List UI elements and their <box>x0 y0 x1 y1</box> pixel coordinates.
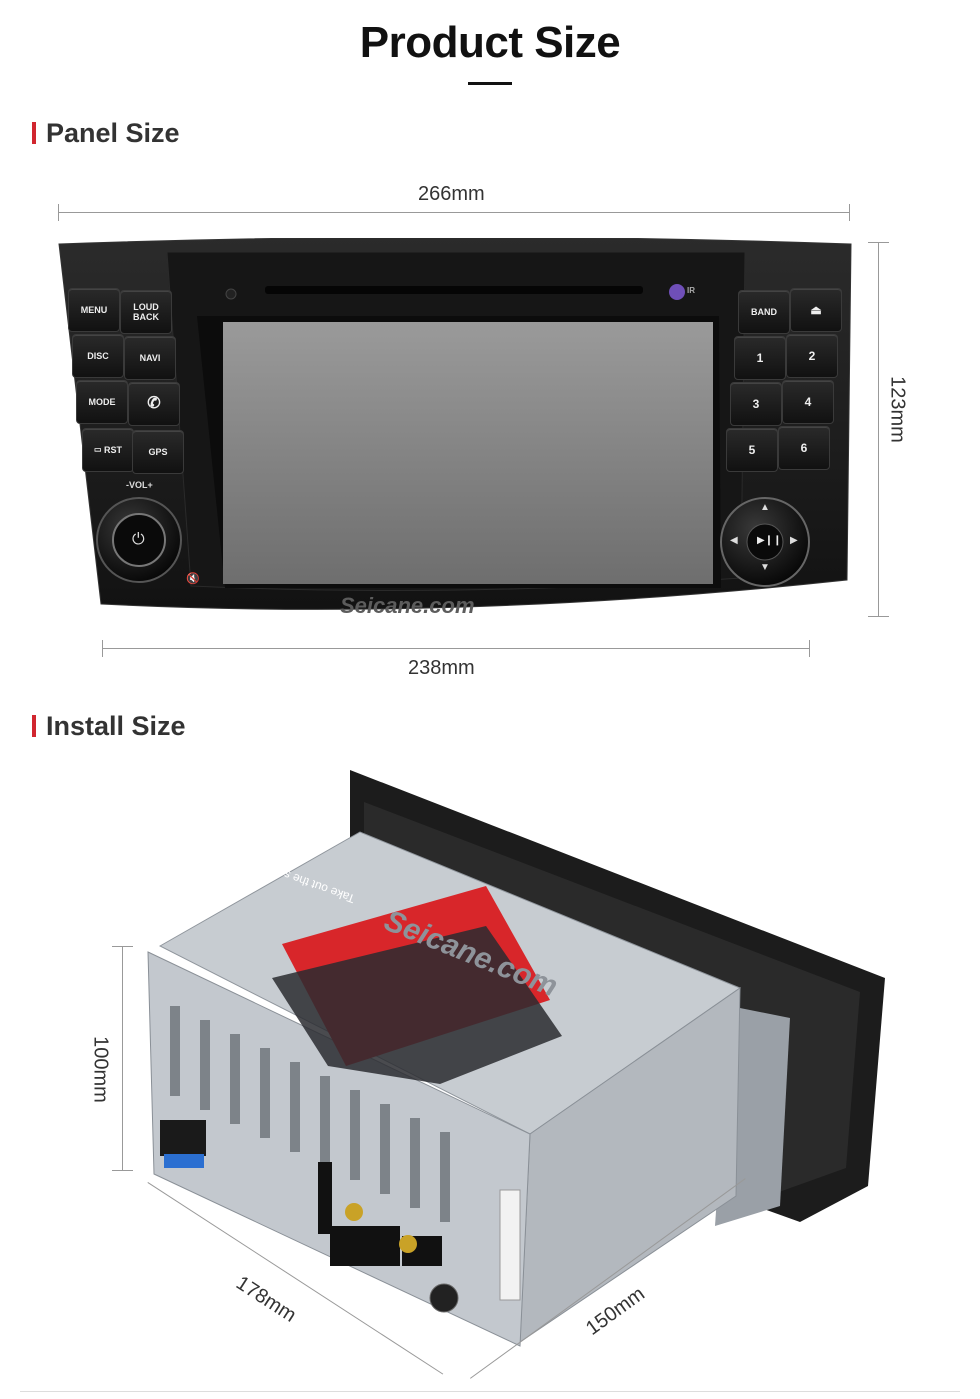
bottom-divider <box>20 1391 960 1392</box>
power-icon[interactable]: ⏻ <box>132 531 145 548</box>
up-arrow-icon[interactable]: ▲ <box>760 502 770 513</box>
sd-reset-button[interactable]: ▭ RST <box>82 428 134 472</box>
accent-bar <box>32 122 36 144</box>
mode-button[interactable]: MODE <box>76 380 128 424</box>
preset-4-button[interactable]: 4 <box>782 380 834 424</box>
phone-button[interactable]: ✆ <box>128 382 180 426</box>
title-underline <box>468 82 512 85</box>
accent-bar <box>32 715 36 737</box>
install-size-label: Install Size <box>46 711 186 741</box>
chassis-illustration <box>147 770 885 1347</box>
preset-6-button[interactable]: 6 <box>778 426 830 470</box>
loud-back-button[interactable]: LOUD BACK <box>120 290 172 334</box>
install-size-heading: Install Size <box>32 711 186 742</box>
radio-watermark: Seicane.com <box>340 593 475 618</box>
install-height-label: 100mm <box>89 1036 112 1103</box>
sd-icon: ▭ <box>93 445 102 454</box>
panel-width-bottom-dimension-line <box>102 640 810 657</box>
radio-panel-illustration <box>58 238 852 610</box>
panel-size-heading: Panel Size <box>32 118 180 149</box>
disc-button[interactable]: DISC <box>72 334 124 378</box>
gps-button[interactable]: GPS <box>132 430 184 474</box>
ir-label: IR <box>687 286 695 295</box>
preset-1-button[interactable]: 1 <box>734 336 786 380</box>
panel-width-top-label: 266mm <box>418 183 485 205</box>
page-title: Product Size <box>359 18 621 67</box>
band-button[interactable]: BAND <box>738 290 790 334</box>
phone-icon: ✆ <box>147 395 161 412</box>
eject-button[interactable]: ⏏ <box>790 288 842 332</box>
rst-label: RST <box>104 445 123 455</box>
left-arrow-icon[interactable]: ◀ <box>730 535 738 546</box>
menu-button[interactable]: MENU <box>68 288 120 332</box>
panel-width-top-dimension-line <box>58 204 850 221</box>
right-arrow-icon[interactable]: ▶ <box>790 535 798 546</box>
panel-height-label: 123mm <box>886 376 909 443</box>
down-arrow-icon[interactable]: ▼ <box>760 562 770 573</box>
preset-3-button[interactable]: 3 <box>730 382 782 426</box>
preset-5-button[interactable]: 5 <box>726 428 778 472</box>
eject-icon: ⏏ <box>810 303 822 317</box>
install-height-dimension-line <box>112 946 133 1171</box>
navi-button[interactable]: NAVI <box>124 336 176 380</box>
mute-icon: 🔇 <box>186 573 200 585</box>
preset-2-button[interactable]: 2 <box>786 334 838 378</box>
play-pause-icon[interactable]: ▶❙❙ <box>757 535 782 546</box>
panel-height-dimension-line <box>868 242 889 617</box>
panel-width-bottom-label: 238mm <box>408 657 475 679</box>
vol-label: -VOL+ <box>126 480 153 490</box>
panel-size-label: Panel Size <box>46 118 180 148</box>
